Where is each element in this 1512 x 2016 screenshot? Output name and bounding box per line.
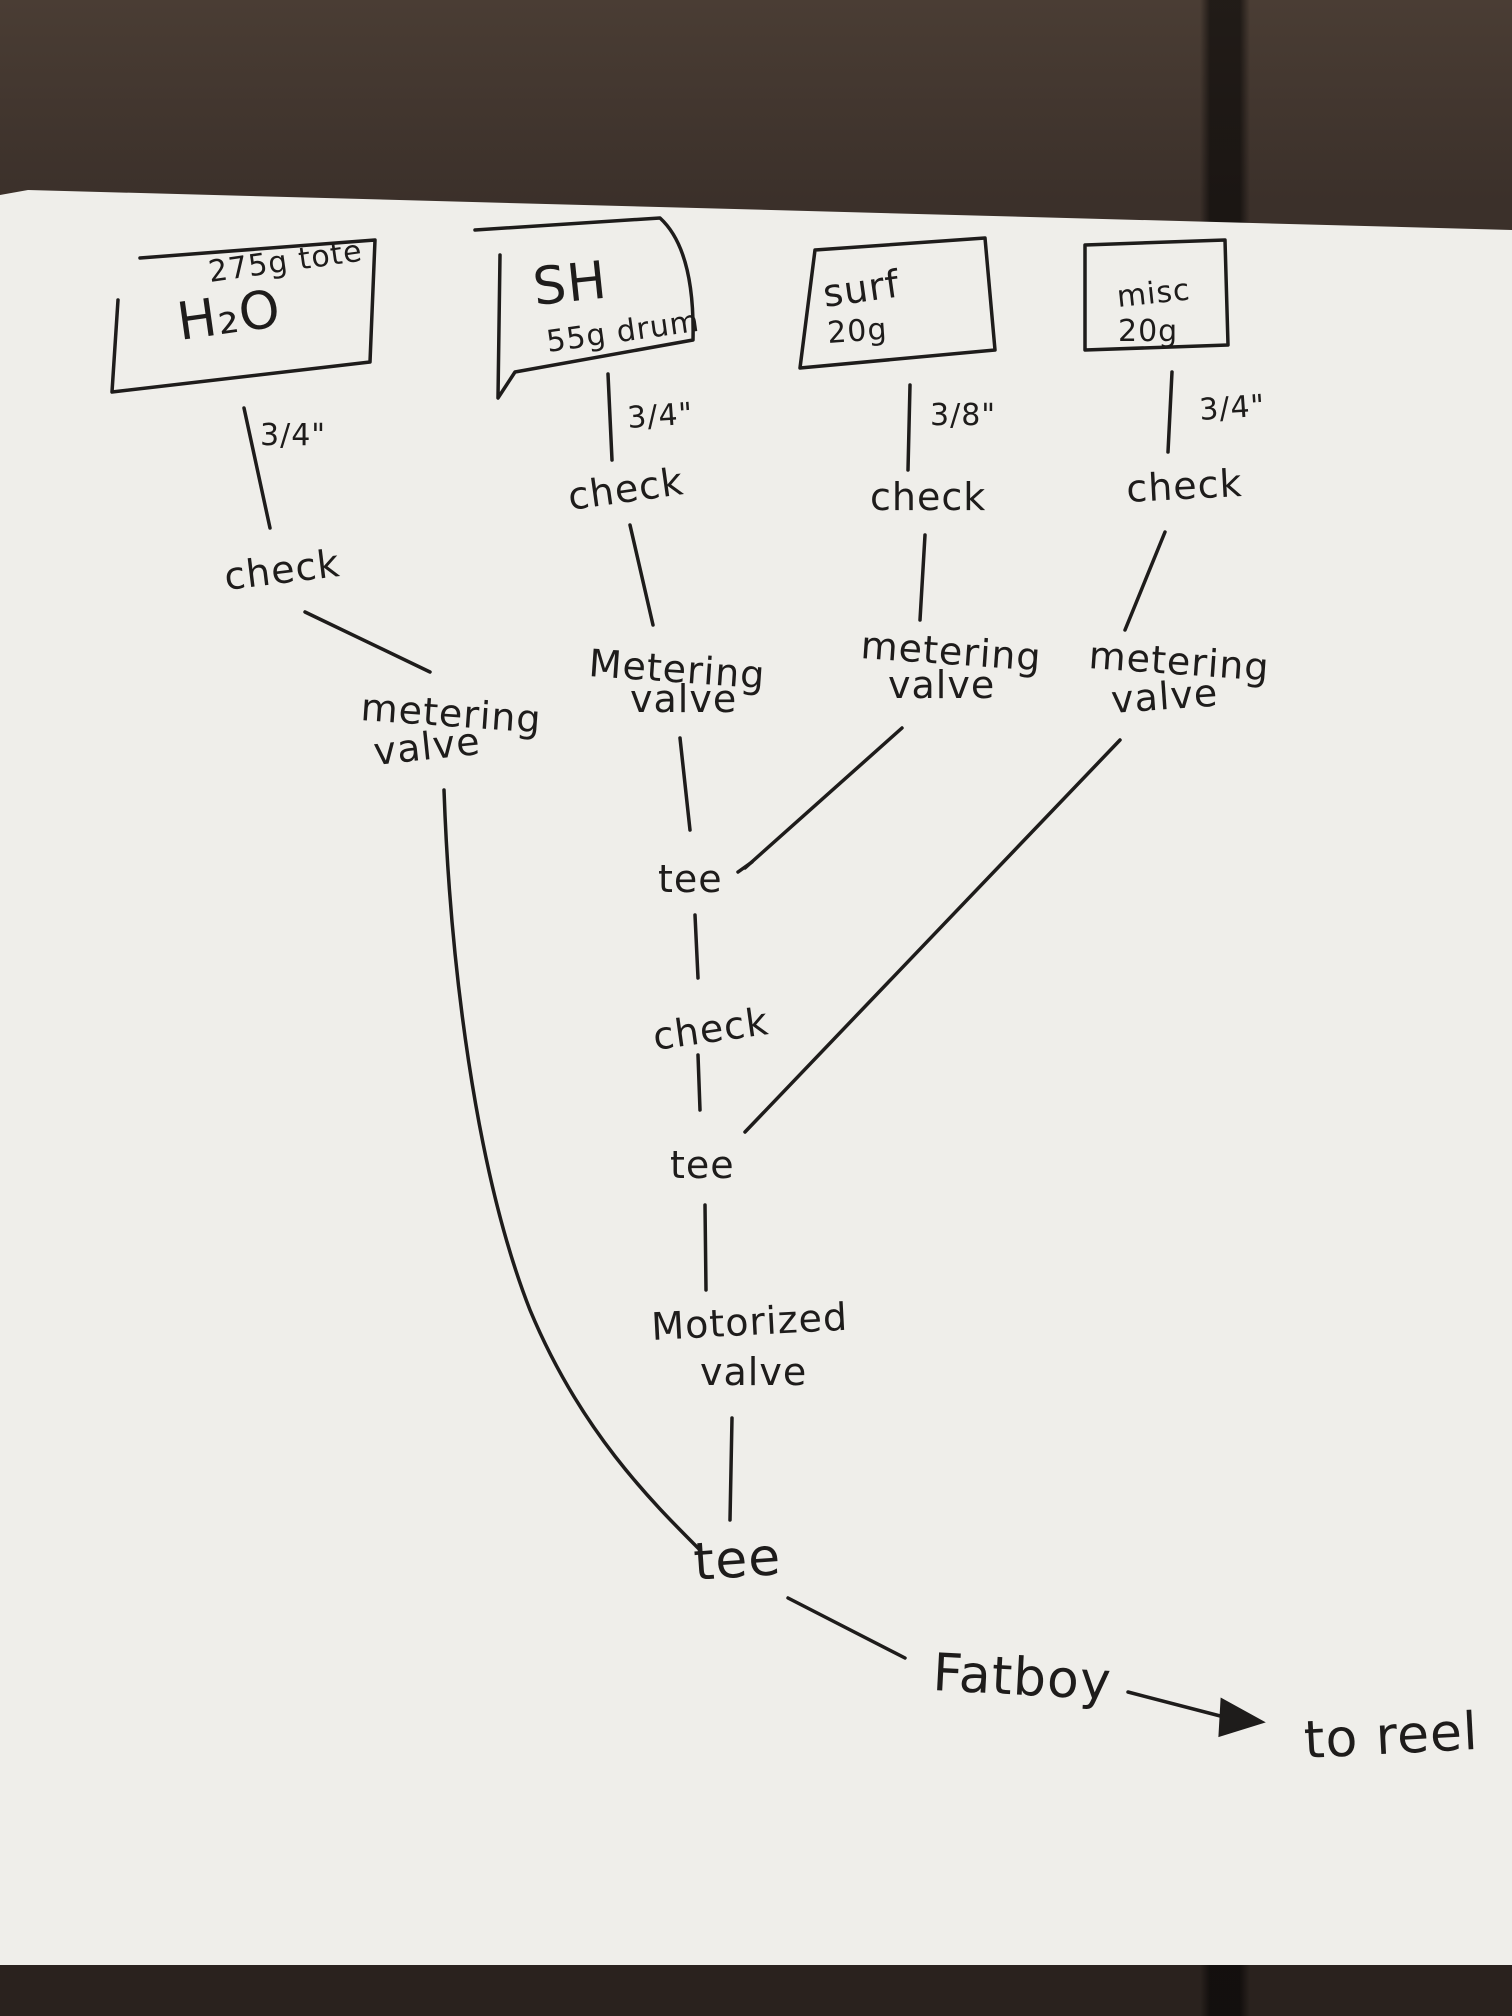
tee-junction-2: tee xyxy=(670,1143,735,1187)
pipe-sh-check-to-metering xyxy=(628,523,655,627)
pipe-misc-check-to-metering xyxy=(1123,530,1167,632)
pipe-size-surf: 3/8" xyxy=(930,398,996,433)
to-reel-destination: to reel xyxy=(1303,1702,1480,1771)
metering-valve-sh-line2: valve xyxy=(630,677,737,721)
pipe-surf-tank-to-check xyxy=(906,383,912,472)
tank-surf-label: surf xyxy=(820,262,903,316)
pipe-size-sh: 3/4" xyxy=(626,396,694,436)
tank-misc-label: misc xyxy=(1115,272,1192,315)
tank-misc-capacity: 20g xyxy=(1118,314,1178,349)
motorized-valve-line2: valve xyxy=(700,1350,807,1394)
metering-valve-surf-line2: valve xyxy=(888,663,995,707)
pipe-misc-metering-to-tee xyxy=(743,738,1122,1134)
tank-sh-label: SH xyxy=(530,251,610,318)
pipe-size-h2o: 3/4" xyxy=(260,418,326,453)
pipe-misc-tank-to-check xyxy=(1166,370,1174,454)
pipe-tee-1-to-check xyxy=(693,913,700,980)
tank-misc-box xyxy=(1083,238,1230,352)
pipe-tee-2-to-motorized xyxy=(703,1203,708,1292)
pipe-fatboy-to-reel xyxy=(1126,1690,1230,1720)
pipe-sh-metering-to-tee xyxy=(678,736,692,832)
fatboy-unit: Fatboy xyxy=(931,1643,1113,1712)
motorized-valve-line1: Motorized xyxy=(650,1295,849,1349)
pipe-size-misc: 3/4" xyxy=(1198,388,1266,428)
check-valve-surf: check xyxy=(870,475,986,519)
tank-surf-capacity: 20g xyxy=(826,312,889,351)
metering-valve-misc-line2: valve xyxy=(1110,671,1220,722)
tank-h2o-label: H₂O xyxy=(173,279,284,353)
tee-junction-1: tee xyxy=(658,857,723,901)
paper-sheet xyxy=(0,190,1512,1965)
pipe-h2o-check-to-metering xyxy=(303,610,432,674)
pipe-h2o-metering-to-final-tee xyxy=(442,788,702,1552)
pipe-h2o-tank-to-check xyxy=(242,406,272,530)
check-valve-misc: check xyxy=(1125,461,1243,511)
pipe-motorized-to-tee-3 xyxy=(728,1416,734,1522)
tee-junction-3: tee xyxy=(692,1527,783,1593)
tank-surf-box xyxy=(798,236,997,370)
tank-h2o-box xyxy=(110,238,377,394)
tank-sh-box xyxy=(473,216,695,400)
pipe-check-to-tee-2 xyxy=(696,1053,702,1112)
arrow-head-tee-1 xyxy=(736,860,754,874)
arrow-head-to-reel xyxy=(1218,1697,1266,1738)
pipe-tee-3-to-fatboy xyxy=(786,1596,907,1660)
pipe-sh-tank-to-check xyxy=(606,372,614,462)
pipe-surf-check-to-metering xyxy=(918,533,927,622)
pipe-surf-metering-to-tee xyxy=(743,726,904,870)
